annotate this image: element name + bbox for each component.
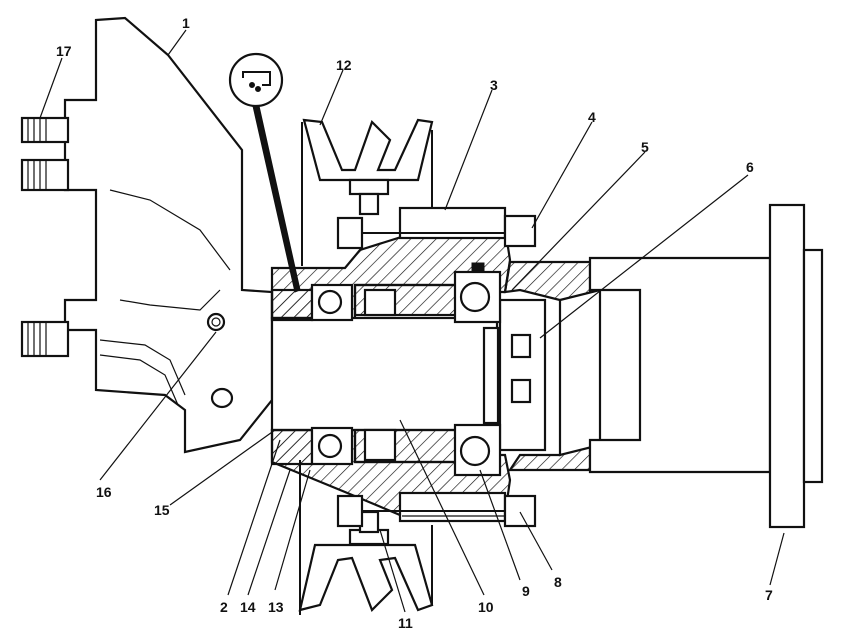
shaft-and-bearings [270,270,502,477]
callout-9: 9 [522,583,530,599]
callout-7: 7 [765,587,773,603]
callout-2: 2 [220,599,228,615]
callout-10: 10 [478,599,494,615]
seal-detail-magnifier [228,52,301,293]
callout-labels: 1 2 3 4 5 6 7 8 9 10 11 12 13 14 15 16 1… [56,15,773,631]
impeller-housing [471,203,824,529]
pulley [298,118,434,615]
callout-8: 8 [554,574,562,590]
through-bolts [336,214,537,528]
callout-17: 17 [56,43,72,59]
callout-4: 4 [588,109,596,125]
plug-16 [206,312,226,332]
callout-1: 1 [182,15,190,31]
callout-6: 6 [746,159,754,175]
callout-5: 5 [641,139,649,155]
mounting-studs [20,116,70,358]
mounting-bracket [63,16,274,454]
leader-lines [39,29,785,613]
callout-13: 13 [268,599,284,615]
callout-11: 11 [398,615,413,631]
callout-3: 3 [490,77,498,93]
callout-12: 12 [336,57,352,73]
callout-15: 15 [154,502,170,518]
callout-16: 16 [96,484,112,500]
callout-14: 14 [240,599,256,615]
